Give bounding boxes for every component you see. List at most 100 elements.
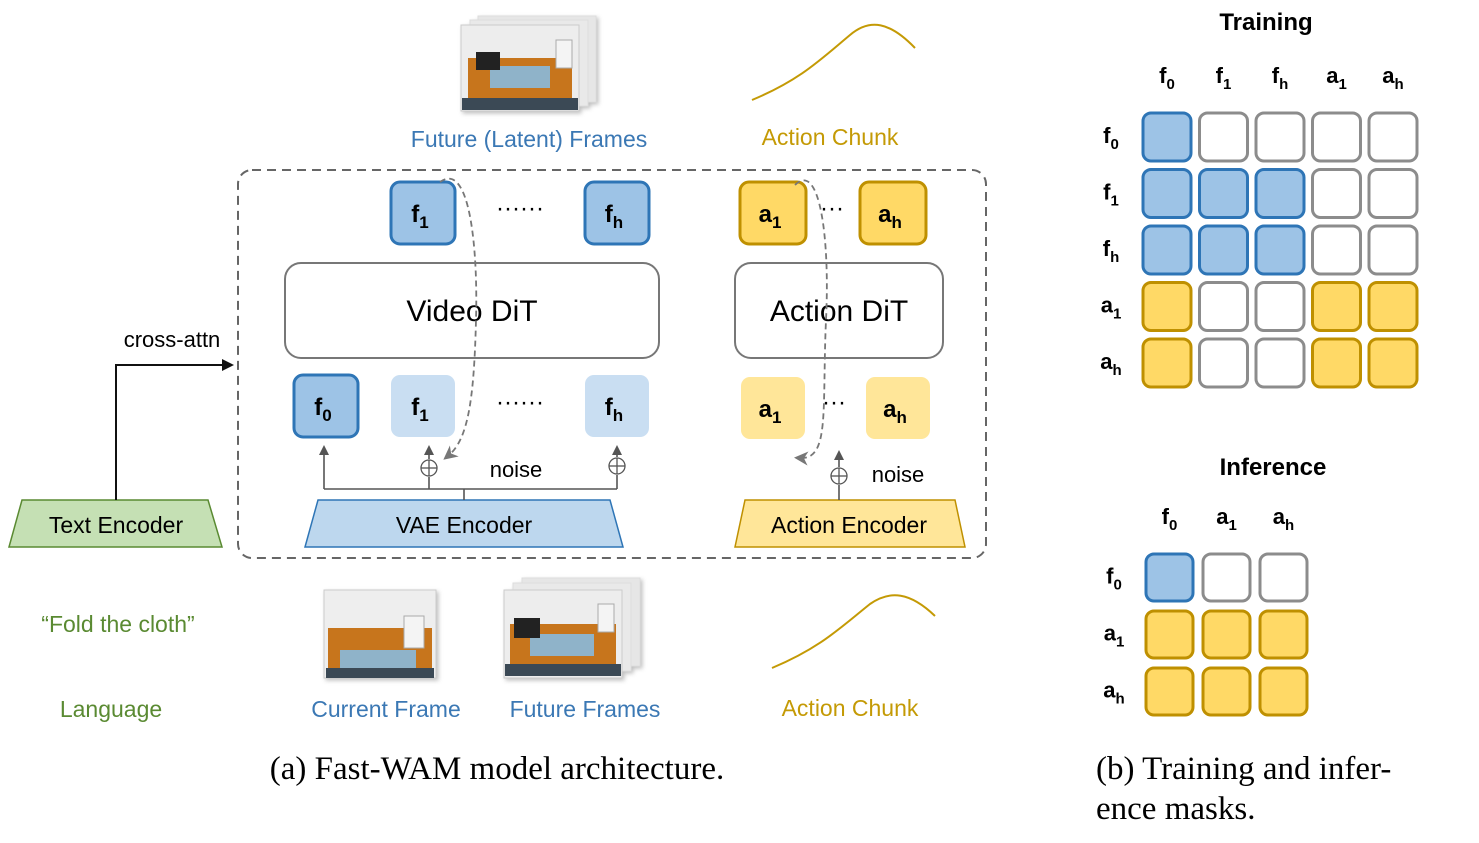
token-a1-output: a1 [738, 180, 808, 246]
ellipsis-top-action: ··· [820, 195, 844, 222]
mask-cell-gold [1258, 609, 1309, 660]
token-ah-input: ah [866, 377, 930, 439]
mask-cell-gold [1311, 337, 1362, 389]
mask-cell-blue [1254, 224, 1306, 276]
action-curve-bottom-icon [771, 594, 936, 669]
mask-cell-gold [1201, 666, 1252, 717]
video-dit-label: Video DiT [406, 295, 537, 328]
mask-cell-gold [1367, 337, 1419, 389]
mask-cell-blue [1254, 168, 1306, 219]
action-encoder-label: Action Encoder [771, 512, 927, 538]
mask-cell-empty [1254, 281, 1306, 332]
mask-cell-empty [1367, 168, 1419, 219]
noise-add-icon [420, 457, 848, 485]
mask-col-label: f0 [1162, 504, 1178, 534]
token-fh-input: fh [585, 375, 649, 437]
inference-mask-matrix: f0 f0 a1 a1 ah ah [1103, 504, 1309, 717]
mask-cell-blue [1141, 168, 1193, 219]
svg-text:ah: ah [883, 396, 907, 427]
future-latent-frames-label: Future (Latent) Frames [411, 126, 647, 152]
mask-row-label: f0 [1106, 564, 1122, 594]
svg-text:ah: ah [878, 201, 902, 232]
cross-attn-arrow [115, 359, 234, 500]
ellipsis-bottom-video: ······ [496, 389, 544, 416]
mask-cell-gold [1141, 281, 1193, 332]
future-frames-label: Future Frames [510, 696, 661, 722]
mask-row-label: f0 [1103, 123, 1119, 153]
text-encoder-box [8, 499, 224, 548]
future-frames-photo-stack-icon-bottom [503, 577, 641, 679]
mask-col-label: f1 [1216, 63, 1232, 93]
caption-b-line2: ence masks. [1096, 791, 1255, 827]
vae-connector-lines [319, 445, 844, 500]
cross-attn-label: cross-attn [124, 327, 221, 352]
loop-arrow-action [794, 179, 828, 466]
mask-cell-blue [1141, 224, 1193, 276]
noise-label-action: noise [872, 462, 925, 487]
mask-col-label: fh [1272, 63, 1289, 93]
model-dashed-container [237, 169, 987, 559]
mask-cell-blue [1141, 111, 1193, 163]
mask-cell-empty [1198, 281, 1249, 332]
video-dit-box [284, 262, 660, 359]
mask-row-label: f1 [1103, 180, 1119, 210]
token-fh-output: fh [583, 180, 651, 246]
action-dit-box [734, 262, 944, 359]
future-frames-photo-stack-icon [460, 15, 597, 112]
loop-arrow-video [439, 177, 478, 460]
language-quote-label: “Fold the cloth” [41, 611, 194, 637]
caption-a: (a) Fast-WAM model architecture. [270, 751, 725, 787]
action-encoder-box [734, 499, 966, 548]
mask-cell-empty [1198, 337, 1249, 389]
token-a1-input: a1 [741, 377, 805, 439]
mask-cell-gold [1258, 666, 1309, 717]
mask-col-label: a1 [1326, 63, 1347, 93]
mask-row-label: fh [1103, 236, 1120, 266]
token-ah-output: ah [858, 180, 928, 246]
mask-cell-empty [1201, 552, 1252, 603]
mask-cell-gold [1144, 666, 1195, 717]
mask-col-label: ah [1273, 504, 1294, 534]
token-f0-input: f0 [292, 373, 360, 439]
action-chunk-top-label: Action Chunk [762, 124, 899, 150]
ellipsis-top-video: ······ [496, 195, 544, 222]
caption-b-line1: (b) Training and infer- [1096, 751, 1391, 787]
svg-text:fh: fh [605, 394, 623, 425]
mask-cell-empty [1254, 337, 1306, 389]
noise-label-video: noise [490, 457, 543, 482]
svg-text:fh: fh [605, 201, 623, 232]
mask-col-label: a1 [1216, 504, 1237, 534]
mask-row-label: ah [1100, 349, 1121, 379]
mask-cell-gold [1144, 609, 1195, 660]
mask-cell-empty [1254, 111, 1306, 163]
text-encoder-label: Text Encoder [49, 512, 184, 538]
mask-cell-empty [1258, 552, 1309, 603]
mask-col-label: ah [1382, 63, 1403, 93]
vae-encoder-label: VAE Encoder [396, 512, 533, 538]
inference-title: Inference [1220, 454, 1327, 481]
training-title: Training [1219, 9, 1312, 36]
current-frame-photo-icon [323, 589, 437, 679]
mask-cell-empty [1311, 224, 1362, 276]
mask-cell-blue [1144, 552, 1195, 603]
mask-row-label: a1 [1101, 293, 1122, 323]
action-curve-top-icon [751, 23, 916, 101]
svg-text:a1: a1 [759, 201, 782, 232]
mask-cell-empty [1367, 111, 1419, 163]
svg-text:a1: a1 [759, 396, 782, 427]
language-label: Language [60, 696, 162, 722]
mask-cell-empty [1198, 111, 1249, 163]
mask-row-label: a1 [1104, 621, 1125, 651]
svg-text:f1: f1 [411, 201, 428, 232]
mask-cell-gold [1311, 281, 1362, 332]
mask-row-label: ah [1103, 678, 1124, 708]
svg-text:f0: f0 [314, 394, 331, 425]
mask-cell-gold [1367, 281, 1419, 332]
ellipsis-bottom-action: ··· [822, 389, 846, 416]
mask-cell-empty [1311, 168, 1362, 219]
mask-cell-blue [1198, 224, 1249, 276]
action-dit-label: Action DiT [770, 295, 908, 328]
mask-cell-blue [1198, 168, 1249, 219]
vae-encoder-box [304, 499, 624, 548]
